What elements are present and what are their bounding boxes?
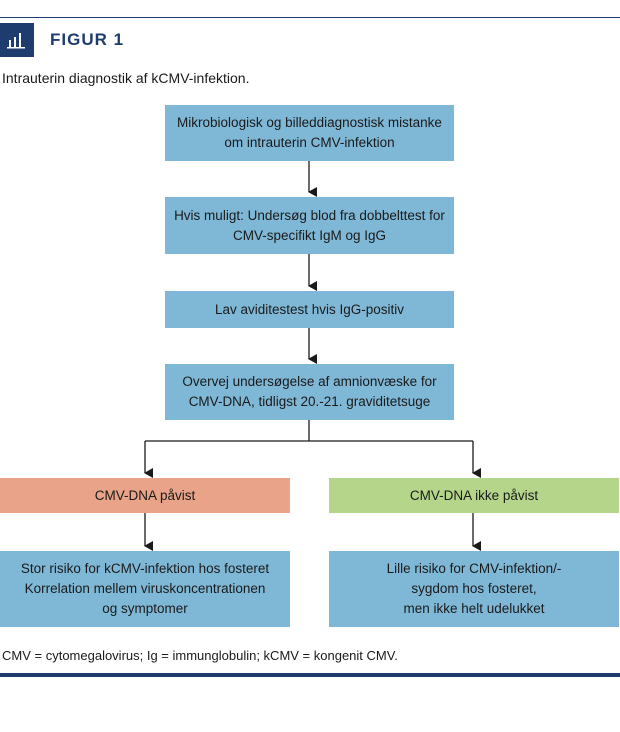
bottom-rule [0,673,620,677]
high-risk-result-box: Stor risiko for kCMV-infektion hos foste… [0,551,290,627]
step-blood-test-box: Hvis muligt: Undersøg blod fra dobbeltte… [165,197,454,254]
step-avidity-test-box: Lav aviditestest hvis IgG-positiv [165,291,454,328]
low-risk-result-box: Lille risiko for CMV-infektion/- sygdom … [329,551,619,627]
figure-label: FIGUR 1 [50,30,125,49]
bar-chart-icon [0,23,34,57]
figure-caption: Intrauterin diagnostik af kCMV-infektion… [2,70,250,86]
cmv-dna-detected-box: CMV-DNA påvist [0,478,290,513]
cmv-dna-not-detected-box: CMV-DNA ikke påvist [329,478,619,513]
abbreviation-footnote: CMV = cytomegalovirus; Ig = immunglobuli… [2,648,398,663]
step-amniotic-fluid-box: Overvej undersøgelse af amnionvæske for … [165,364,454,420]
step-suspicion-box: Mikrobiologisk og billeddiagnostisk mist… [165,105,454,161]
top-rule [0,17,620,18]
